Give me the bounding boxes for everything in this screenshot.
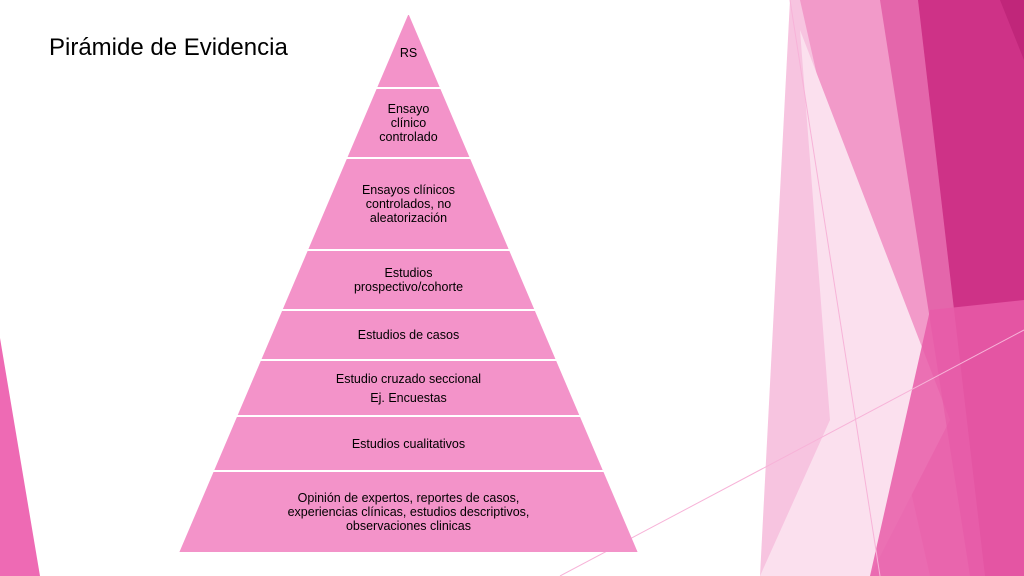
pyramid-tier-5	[261, 311, 556, 359]
tier-text-line: Ensayo	[387, 102, 430, 116]
slide-title: Pirámide de Evidencia	[49, 34, 288, 61]
tier-text-line: clínico	[390, 116, 427, 130]
tier-text-line: controlado	[379, 130, 438, 144]
tier-text-line: Estudio cruzado seccional	[335, 371, 482, 386]
pyramid-tier-1	[377, 15, 440, 87]
pyramid-tier-label-1: RS	[379, 15, 439, 87]
tier-text-line: observaciones clinicas	[345, 519, 472, 533]
tier-text-line: Opinión de expertos, reportes de casos,	[297, 491, 520, 505]
right-deco-line-2	[559, 329, 1024, 576]
pyramid-tier-2	[347, 89, 470, 157]
pyramid-tier-7	[214, 417, 603, 470]
pyramid-tier-3	[308, 159, 509, 249]
tier-text-line: aleatorización	[369, 211, 448, 225]
right-deco-lower	[870, 300, 1024, 576]
tier-text-line: Estudios cualitativos	[351, 436, 466, 451]
pyramid-tier-label-5: Estudios de casos	[272, 311, 546, 359]
pyramid-tier-label-8: Opinión de expertos, reportes de casos,e…	[189, 472, 627, 552]
pyramid-tier-6	[237, 361, 580, 415]
tier-text-line: Estudios de casos	[357, 328, 460, 342]
tier-text-line: experiencias clínicas, estudios descript…	[287, 505, 530, 519]
pyramid-tier-8	[179, 472, 638, 552]
tier-text-line: prospectivo/cohorte	[353, 280, 464, 294]
tier-text-line: Ej. Encuestas	[370, 390, 447, 405]
pyramid-tier-label-7: Estudios cualitativos	[224, 417, 592, 470]
tier-text-line: controlados, no	[365, 197, 452, 211]
tier-text-line: RS	[399, 46, 418, 60]
right-deco-line	[789, 0, 881, 576]
tier-text-line: Ensayos clínicos	[361, 183, 456, 197]
tier-text-line: Estudios	[384, 266, 433, 280]
pyramid-tier-4	[282, 251, 535, 309]
left-deco-shape	[0, 338, 40, 576]
